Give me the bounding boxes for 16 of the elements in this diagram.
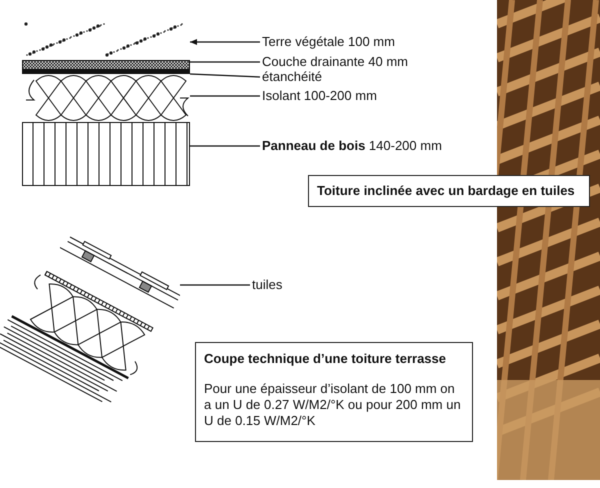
leader-line [190, 145, 260, 147]
leader-line [190, 39, 260, 45]
info-heading: Coupe technique d’une toiture terrasse [204, 351, 447, 367]
leader-line [190, 95, 260, 97]
layer-label: étanchéité [262, 69, 362, 85]
leader-line [190, 61, 260, 63]
caption-box: Toiture inclinée avec un bardage en tuiles [308, 175, 590, 207]
layer-label: tuiles [252, 277, 302, 293]
info-box [195, 342, 473, 442]
layer-label: Couche drainante 40 mm [262, 54, 432, 70]
layer-label: Terre végétale 100 mm [262, 34, 432, 50]
layer-label: Panneau de bois 140-200 mm [262, 138, 462, 154]
leader-line [190, 73, 260, 78]
layer-label: Isolant 100-200 mm [262, 88, 402, 104]
info-text: Pour une épaisseur d’isolant de 100 mm on a un U de 0.27 W/M2/°K ou pour 200 mm un U de 0.15 W/M2/°K [204, 381, 462, 429]
leader-line [180, 284, 250, 286]
